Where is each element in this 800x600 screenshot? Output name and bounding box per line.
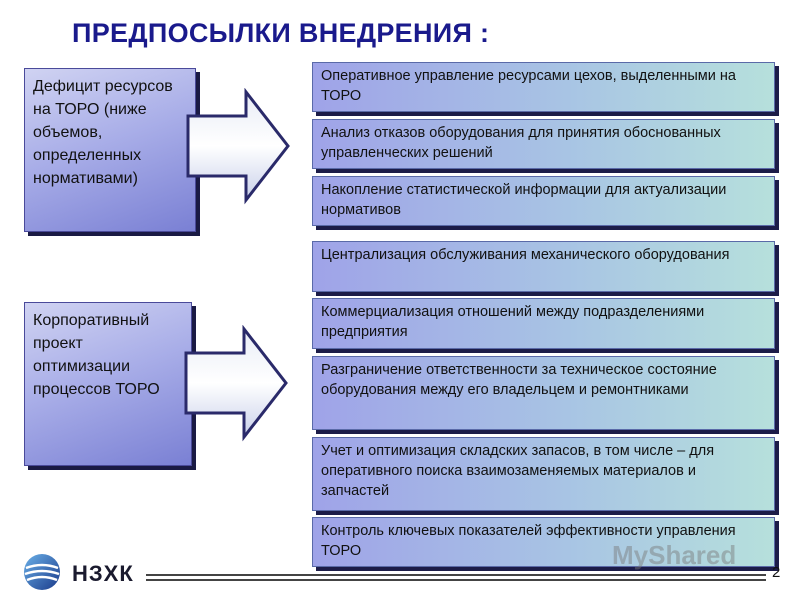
watermark: MyShared [612, 540, 737, 570]
list-item: Коммерциализация отношений между подразд… [312, 298, 775, 349]
footer-divider [146, 579, 766, 581]
list-item-text: Коммерциализация отношений между подразд… [321, 304, 705, 340]
arrow-right-icon [184, 325, 288, 442]
left-box-deficit: Дефицит ресурсов на ТОРО (ниже объемов, … [24, 68, 196, 232]
left-box-project-text: Корпоративный проект оптимизации процесс… [33, 312, 160, 398]
footer-divider [146, 574, 766, 576]
list-item: Оперативное управление ресурсами цехов, … [312, 62, 775, 112]
list-item-text: Оперативное управление ресурсами цехов, … [321, 68, 736, 104]
left-box-deficit-text: Дефицит ресурсов на ТОРО (ниже объемов, … [33, 78, 173, 187]
list-item-text: Накопление статистической информации для… [321, 182, 727, 218]
slide-title: ПРЕДПОСЫЛКИ ВНЕДРЕНИЯ : [72, 18, 490, 48]
list-item: Анализ отказов оборудования для принятия… [312, 119, 775, 169]
list-item: Накопление статистической информации для… [312, 176, 775, 226]
list-item-text: Учет и оптимизация складских запасов, в … [321, 443, 715, 499]
list-item: Учет и оптимизация складских запасов, в … [312, 437, 775, 511]
list-item-text: Контроль ключевых показателей эффективно… [321, 523, 736, 559]
list-item-text: Централизация обслуживания механического… [321, 247, 730, 263]
list-item-text: Разграничение ответственности за техниче… [321, 362, 717, 398]
page-number: 2 [772, 564, 781, 581]
list-item: Централизация обслуживания механического… [312, 241, 775, 292]
left-box-project: Корпоративный проект оптимизации процесс… [24, 302, 192, 466]
arrow-right-icon [186, 88, 290, 205]
company-logo-icon [24, 554, 60, 590]
list-item-text: Анализ отказов оборудования для принятия… [321, 125, 721, 161]
list-item: Контроль ключевых показателей эффективно… [312, 517, 775, 567]
company-logo-text: НЗХК [72, 561, 134, 586]
list-item: Разграничение ответственности за техниче… [312, 356, 775, 430]
